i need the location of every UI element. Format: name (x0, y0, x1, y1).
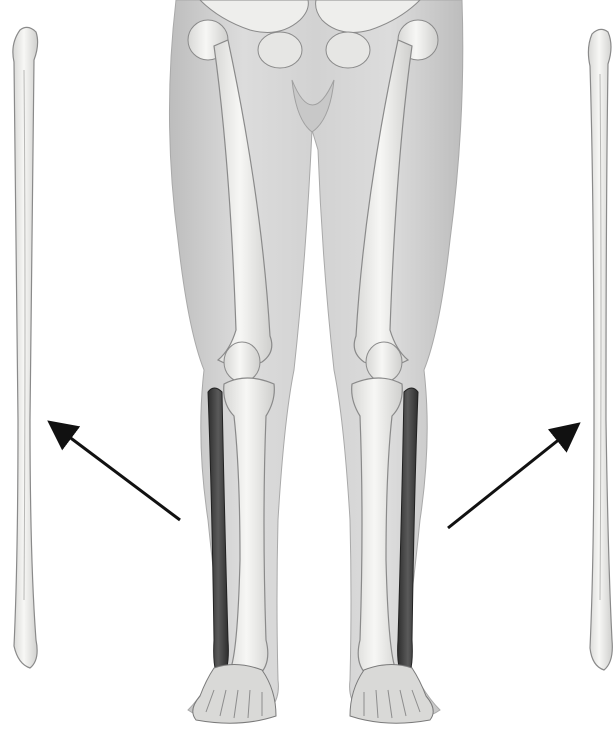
left-callout-arrow (52, 424, 180, 520)
left-patella (224, 342, 260, 382)
left-isolated-fibula (13, 27, 38, 668)
left-foot (193, 664, 276, 723)
right-isolated-fibula (588, 29, 612, 670)
right-callout-arrow (448, 426, 576, 528)
right-foot (350, 664, 433, 723)
right-patella (366, 342, 402, 382)
